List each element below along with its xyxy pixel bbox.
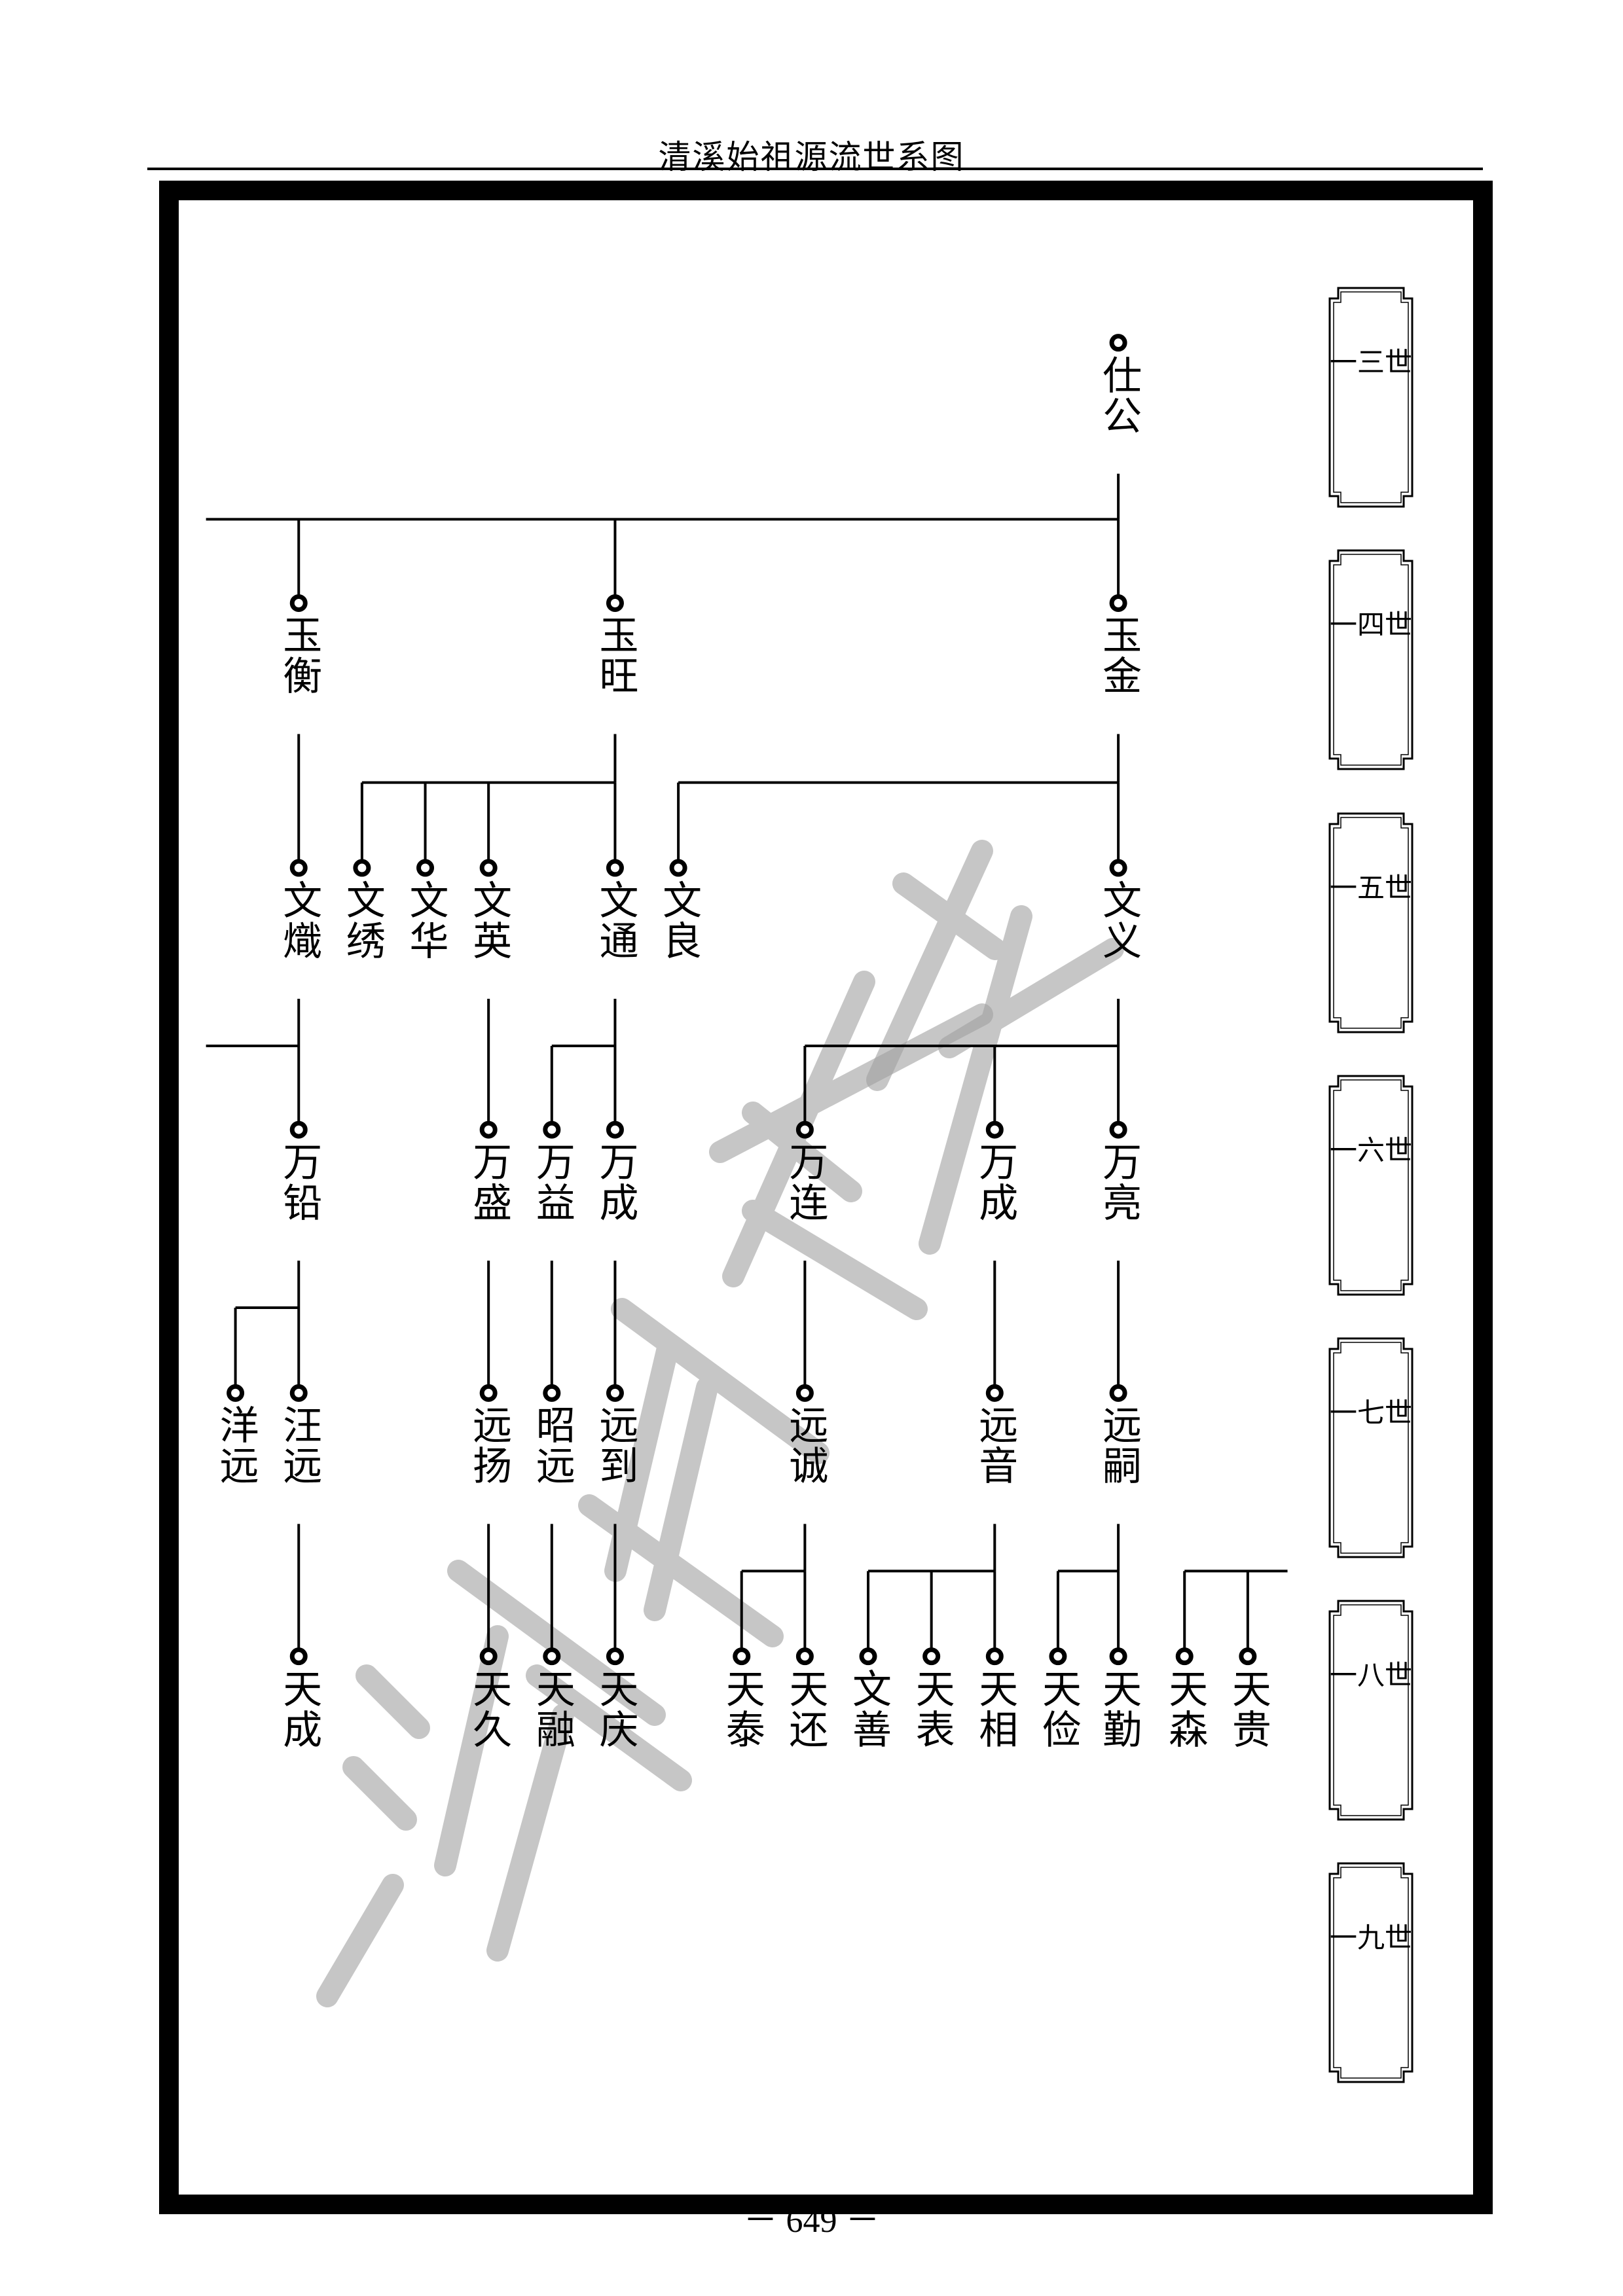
person-name: 天勤 [1103,1666,1142,1753]
person-name: 文熾 [283,878,323,965]
node-marker-icon [606,1121,624,1139]
person-name: 洋远 [219,1403,259,1490]
node-marker-icon [1109,859,1127,877]
person-name: 文良 [663,878,702,965]
node-marker-icon [1109,1647,1127,1666]
person-name: 玉金 [1103,613,1142,700]
person-name: 万铅 [283,1140,323,1227]
node-marker-icon [289,1647,308,1666]
node-marker-icon [606,859,624,877]
node-marker-icon [859,1647,877,1666]
node-marker-icon [985,1121,1004,1139]
person-name: 远扬 [473,1403,513,1490]
generation-label: 一八世 [1329,1659,1412,1692]
node-marker-icon [1109,1384,1127,1402]
page-frame [159,181,1493,2214]
generation-label: 一七世 [1329,1396,1412,1429]
node-marker-icon [606,1647,624,1666]
node-marker-icon [795,1384,814,1402]
person-name: 天表 [915,1666,955,1753]
person-name: 天成 [283,1666,323,1753]
node-marker-icon [1109,594,1127,612]
person-name: 天俭 [1042,1666,1082,1753]
person-name: 远嗣 [1103,1403,1142,1490]
person-name: 万益 [536,1140,575,1227]
node-marker-icon [1109,1121,1127,1139]
generation-label: 一三世 [1329,346,1412,379]
node-marker-icon [227,1384,245,1402]
node-marker-icon [985,1384,1004,1402]
node-marker-icon [289,859,308,877]
person-name: 文义 [1103,878,1142,965]
person-name: 天庆 [599,1666,639,1753]
node-marker-icon [479,1384,498,1402]
generation-label: 一四世 [1329,609,1412,641]
title-rule [147,168,1483,170]
person-name: 万连 [789,1140,829,1227]
generation-box: 一七世 [1328,1337,1413,1558]
node-marker-icon [1175,1647,1194,1666]
node-marker-icon [289,594,308,612]
person-name: 玉衡 [283,613,323,700]
node-marker-icon [543,1647,561,1666]
page-number: － 649 － [743,2202,880,2240]
person-name: 万成 [979,1140,1019,1227]
node-marker-icon [795,1647,814,1666]
node-marker-icon [985,1647,1004,1666]
generation-label: 一五世 [1329,871,1412,904]
node-marker-icon [669,859,687,877]
person-name: 玉旺 [599,613,639,700]
person-name: 天融 [536,1666,575,1753]
person-name: 汪远 [283,1403,323,1490]
person-name: 万盛 [473,1140,513,1227]
person-name: 远音 [979,1403,1019,1490]
node-marker-icon [606,1384,624,1402]
node-marker-icon [606,594,624,612]
person-name: 昭远 [536,1403,575,1490]
person-name: 文通 [599,878,639,965]
generation-label: 一六世 [1329,1134,1412,1166]
node-marker-icon [922,1647,941,1666]
node-marker-icon [289,1121,308,1139]
person-name: 仕公 [1103,353,1142,440]
person-name: 远诚 [789,1403,829,1490]
node-marker-icon [1239,1647,1257,1666]
generation-box: 一九世 [1328,1862,1413,2083]
person-name: 文善 [852,1666,892,1753]
node-marker-icon [479,1121,498,1139]
generation-box: 一三世 [1328,287,1413,508]
node-marker-icon [543,1384,561,1402]
person-name: 文英 [473,878,513,965]
generation-label: 一九世 [1329,1922,1412,1954]
person-name: 天久 [473,1666,513,1753]
person-name: 万成 [599,1140,639,1227]
person-name: 文绣 [346,878,386,965]
node-marker-icon [479,859,498,877]
node-marker-icon [795,1121,814,1139]
generation-box: 一八世 [1328,1600,1413,1821]
person-name: 天贵 [1231,1666,1271,1753]
person-name: 天相 [979,1666,1019,1753]
person-name: 远到 [599,1403,639,1490]
node-marker-icon [543,1121,561,1139]
person-name: 万亮 [1103,1140,1142,1227]
person-name: 天泰 [725,1666,765,1753]
generation-box: 一四世 [1328,549,1413,770]
person-name: 文华 [409,878,449,965]
generation-box: 一五世 [1328,812,1413,1033]
node-marker-icon [416,859,435,877]
generation-box: 一六世 [1328,1075,1413,1296]
node-marker-icon [733,1647,751,1666]
node-marker-icon [1049,1647,1067,1666]
node-marker-icon [1109,334,1127,352]
person-name: 天森 [1169,1666,1209,1753]
person-name: 天还 [789,1666,829,1753]
node-marker-icon [353,859,371,877]
node-marker-icon [289,1384,308,1402]
node-marker-icon [479,1647,498,1666]
